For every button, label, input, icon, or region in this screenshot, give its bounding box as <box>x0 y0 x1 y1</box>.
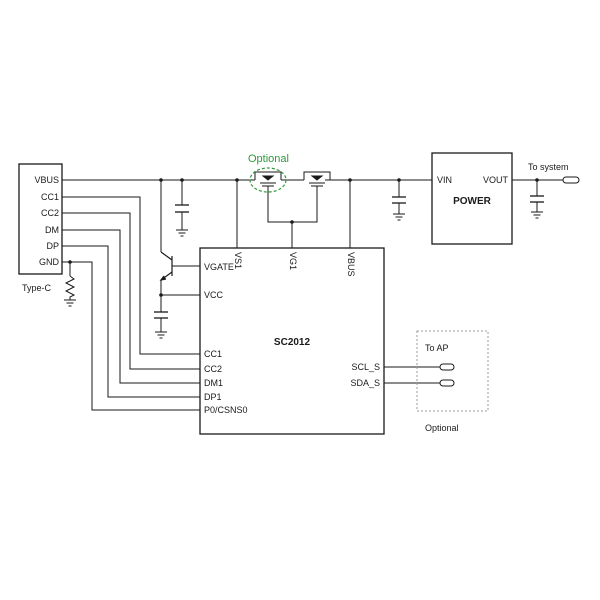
junction-dot <box>180 178 184 182</box>
wire-dm <box>62 229 200 384</box>
ground-icon <box>64 299 76 307</box>
ground-icon <box>155 331 167 339</box>
chip-pin-dm1: DM1 <box>204 378 223 388</box>
type-c-pin-vbus: VBUS <box>34 175 59 185</box>
wire-cc1 <box>62 196 200 355</box>
mosfet-pair <box>254 171 331 187</box>
power-block: VIN VOUT POWER <box>431 152 513 245</box>
junction-dot <box>535 178 539 182</box>
capacitor-vbus <box>175 204 189 213</box>
type-c-pin-cc2: CC2 <box>41 208 59 218</box>
junction-dot <box>159 293 163 297</box>
ap-dashed-box <box>416 330 489 412</box>
junction-dot <box>235 178 239 182</box>
junction-dot <box>68 260 72 264</box>
chip-pin-vcc: VCC <box>204 290 224 300</box>
optional-mosfet-label: Optional <box>248 153 289 165</box>
wire-dp <box>62 245 200 398</box>
optional-highlight-ellipse <box>249 167 287 193</box>
type-c-pin-gnd: GND <box>39 257 60 267</box>
mosfet-icon <box>296 171 331 187</box>
capacitor-vin <box>392 196 406 204</box>
sda-connector-icon <box>439 379 455 387</box>
chip-pin-vg1: VG1 <box>288 252 298 270</box>
to-ap-label: To AP <box>425 343 449 353</box>
capacitor-vout <box>530 195 544 203</box>
sc2012-chip: VS1 VG1 VBUS VGATE VCC CC1 CC2 DM1 DP1 P… <box>199 247 385 435</box>
junction-dot <box>159 178 163 182</box>
power-box <box>431 152 513 245</box>
power-pin-vout: VOUT <box>483 175 509 185</box>
wiring <box>62 179 563 411</box>
ground-symbols <box>64 211 543 339</box>
optional-ap-label: Optional <box>425 423 459 433</box>
ap-box-group: To AP Optional <box>416 330 489 433</box>
output-connector-icon <box>562 176 580 184</box>
type-c-box <box>18 163 63 275</box>
ground-icon <box>531 211 543 219</box>
type-c-pin-dm: DM <box>45 225 59 235</box>
resistor-icon <box>64 275 76 300</box>
ground-icon <box>393 213 405 221</box>
capacitor-vcc <box>154 311 168 319</box>
chip-pin-dp1: DP1 <box>204 392 222 402</box>
type-c-pin-dp: DP <box>46 241 59 251</box>
junction-dots <box>68 178 539 297</box>
chip-box <box>199 247 385 435</box>
type-c-label: Type-C <box>22 283 52 293</box>
type-c-connector: VBUS CC1 CC2 DM DP GND Type-C <box>18 163 63 293</box>
chip-pin-cc1: CC1 <box>204 349 222 359</box>
wire-cc2 <box>62 212 200 370</box>
scl-connector-icon <box>439 363 455 371</box>
to-system-label: To system <box>528 162 569 172</box>
chip-pin-vbus: VBUS <box>346 252 356 277</box>
power-name: POWER <box>453 196 492 207</box>
chip-pin-vgate: VGATE <box>204 262 234 272</box>
chip-name: SC2012 <box>274 337 311 348</box>
chip-pin-p0-csns0: P0/CSNS0 <box>204 405 248 415</box>
junction-dot <box>290 220 294 224</box>
power-pin-vin: VIN <box>437 175 452 185</box>
chip-pin-cc2: CC2 <box>204 364 222 374</box>
mosfet-icon <box>254 171 296 187</box>
type-c-pin-cc1: CC1 <box>41 192 59 202</box>
chip-pin-scl-s: SCL_S <box>351 362 380 372</box>
chip-pin-vs1: VS1 <box>233 252 243 269</box>
junction-dot <box>348 178 352 182</box>
wire-p0 <box>62 261 200 411</box>
chip-pin-sda-s: SDA_S <box>350 378 380 388</box>
junction-dot <box>397 178 401 182</box>
transistor-icon <box>159 251 173 281</box>
ground-icon <box>176 229 188 237</box>
